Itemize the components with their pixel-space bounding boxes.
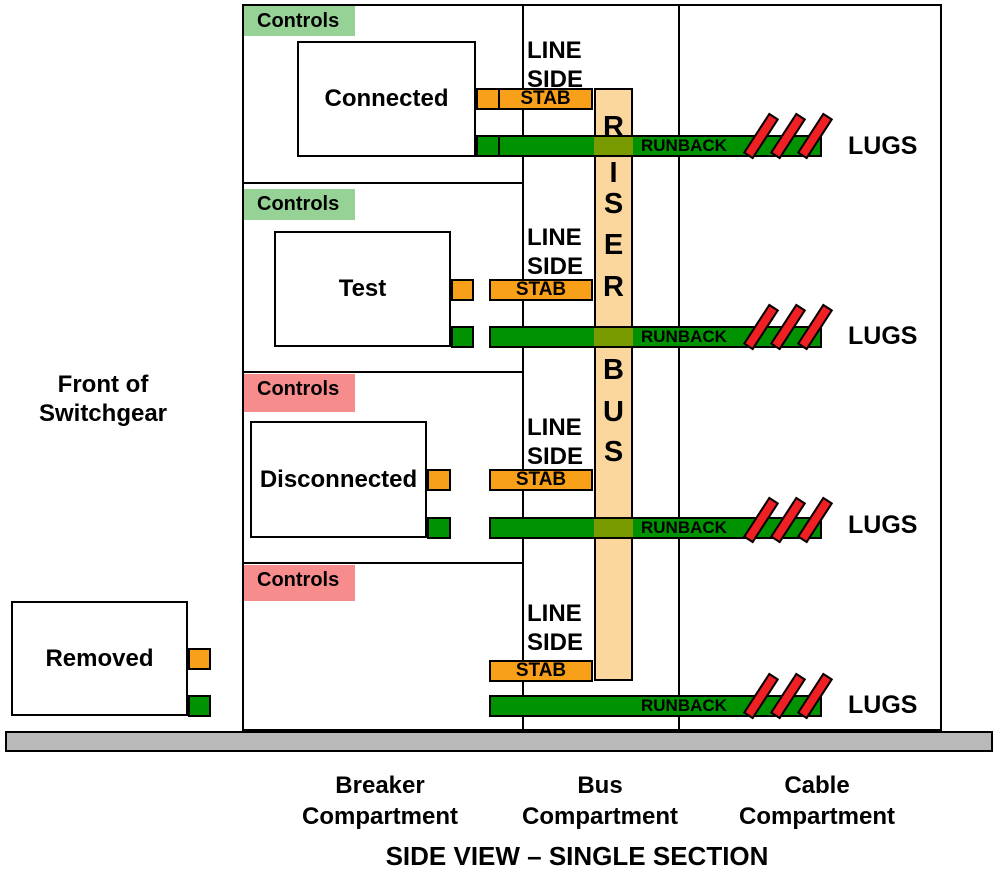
breaker-position-label: Disconnected [259, 465, 418, 493]
riser-letter: R [603, 111, 624, 143]
runback-label: RUNBACK [641, 518, 727, 537]
runback-stub-test [451, 326, 474, 348]
line-side-label: LINE SIDE [527, 223, 583, 281]
line-side-line2: SIDE [527, 443, 584, 470]
stab-stub-disconnected [427, 469, 451, 491]
runback-bar-disconnected: RUNBACK [489, 517, 822, 539]
stab-bar-connected: STAB [476, 88, 593, 110]
breaker-bus-divider [522, 4, 524, 731]
controls-label: Controls [257, 378, 340, 400]
stab-stub-removed [188, 648, 211, 670]
front-label-line2: Switchgear [38, 400, 168, 427]
runback-riser-crossing [594, 328, 633, 346]
riser-letter: R [603, 271, 624, 303]
line-side-line2: SIDE [527, 629, 584, 656]
line-side-line1: LINE [527, 37, 582, 64]
riser-letter: E [603, 229, 624, 261]
compartment-label-line1: Bus [577, 772, 623, 799]
riser-letter: I [609, 157, 618, 189]
bus-compartment-label: Bus Compartment [495, 770, 705, 832]
riser-letter: U [603, 396, 624, 428]
controls-tag-connected: Controls [244, 6, 355, 36]
line-side-line2: SIDE [527, 253, 584, 280]
stab-bar-test: STAB [489, 279, 593, 301]
runback-riser-crossing [594, 137, 633, 155]
stab-label: STAB [515, 279, 567, 300]
breaker-box-test: Test [274, 231, 451, 347]
line-side-label: LINE SIDE [527, 413, 583, 471]
switchgear-enclosure [242, 4, 942, 731]
runback-bar-removed: RUNBACK [489, 695, 822, 717]
compartment-label-line2: Compartment [521, 803, 678, 830]
controls-tag-disconnected: Controls [244, 374, 355, 412]
runback-bar-connected: RUNBACK [476, 135, 822, 157]
runback-label: RUNBACK [641, 136, 727, 155]
stab-label: STAB [515, 469, 567, 490]
controls-tag-removed: Controls [244, 565, 355, 601]
runback-label: RUNBACK [641, 696, 727, 715]
riser-letter: S [603, 436, 624, 468]
lugs-label: LUGS [848, 132, 918, 160]
runback-riser-crossing [594, 519, 633, 537]
stab-segment-divider [498, 90, 500, 108]
line-side-line1: LINE [527, 600, 582, 627]
controls-tag-test: Controls [244, 189, 355, 220]
floor [5, 731, 993, 752]
stab-bar-disconnected: STAB [489, 469, 593, 491]
breaker-box-removed: Removed [11, 601, 188, 716]
stab-label: STAB [515, 660, 567, 681]
compartment-label-line1: Breaker [335, 772, 425, 799]
breaker-position-label: Removed [45, 644, 154, 672]
line-side-label: LINE SIDE [527, 36, 583, 94]
breaker-box-disconnected: Disconnected [250, 421, 427, 538]
riser-letter: S [603, 188, 624, 220]
line-side-label: LINE SIDE [527, 599, 583, 657]
controls-label: Controls [257, 569, 340, 591]
lugs-label: LUGS [848, 322, 918, 350]
stab-bar-removed: STAB [489, 660, 593, 682]
cable-compartment-label: Cable Compartment [712, 770, 922, 832]
runback-segment-divider [498, 137, 500, 155]
line-side-line1: LINE [527, 224, 582, 251]
runback-label: RUNBACK [641, 327, 727, 346]
compartment-label-line1: Cable [784, 772, 850, 799]
breaker-position-label: Connected [324, 85, 449, 112]
shelf-line [242, 562, 524, 564]
shelf-line [242, 182, 524, 184]
front-of-switchgear-label: Front of Switchgear [15, 370, 191, 428]
diagram-caption: SIDE VIEW – SINGLE SECTION [385, 841, 769, 871]
runback-bar-test: RUNBACK [489, 326, 822, 348]
controls-label: Controls [257, 193, 340, 215]
runback-stub-disconnected [427, 517, 451, 539]
stab-label: STAB [520, 88, 571, 109]
stab-stub-test [451, 279, 474, 301]
breaker-position-label: Test [338, 275, 387, 302]
shelf-line [242, 371, 524, 373]
compartment-label-line2: Compartment [738, 803, 895, 830]
controls-label: Controls [257, 10, 340, 32]
riser-letter: B [603, 354, 624, 386]
line-side-line1: LINE [527, 414, 582, 441]
breaker-box-connected: Connected [297, 41, 476, 157]
lugs-label: LUGS [848, 511, 918, 539]
front-label-line1: Front of [57, 371, 149, 398]
lugs-label: LUGS [848, 691, 918, 719]
compartment-label-line2: Compartment [301, 803, 458, 830]
breaker-compartment-label: Breaker Compartment [275, 770, 485, 832]
runback-stub-removed [188, 695, 211, 717]
bus-cable-divider [678, 4, 680, 731]
riser-bus: R I S E R B U S [594, 88, 633, 681]
